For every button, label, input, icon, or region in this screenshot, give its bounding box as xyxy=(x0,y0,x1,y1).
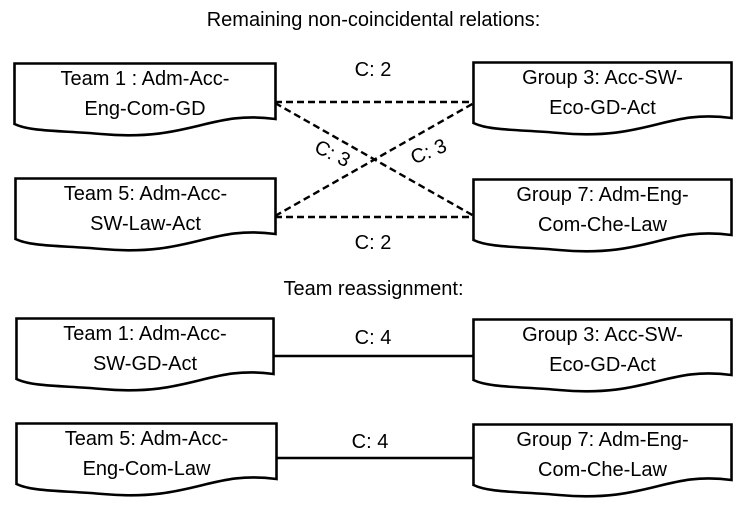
node-label: Team 5: Adm-Acc- Eng-Com-Law xyxy=(15,423,278,485)
edge-label-team1-group3: C: 2 xyxy=(354,59,392,81)
node-label-line2: SW-GD-Act xyxy=(92,353,198,375)
document-shape xyxy=(472,61,733,136)
node-label-line2: Com-Che-Law xyxy=(538,214,667,236)
node-label-line1: Team 5: Adm-Acc- xyxy=(64,428,229,450)
node-label-line1: Group 7: Adm-Eng- xyxy=(516,184,689,206)
node-label-line2: SW-Law-Act xyxy=(90,213,201,235)
document-shape xyxy=(472,318,733,393)
section-title-remaining-relations: Remaining non-coincidental relations: xyxy=(206,9,541,31)
document-shape xyxy=(15,422,278,497)
node-label: Group 7: Adm-Eng- Com-Che-Law xyxy=(472,424,733,486)
document-shape xyxy=(13,62,277,137)
node-label-line2: Com-Che-Law xyxy=(538,459,667,481)
document-shape xyxy=(14,177,277,252)
node-group3-after: Group 3: Acc-SW- Eco-GD-Act xyxy=(472,318,733,394)
node-label-line2: Eng-Com-Law xyxy=(82,458,211,480)
node-label-line1: Group 3: Acc-SW- xyxy=(522,67,683,89)
document-shape xyxy=(472,423,733,498)
node-team5-before: Team 5: Adm-Acc- SW-Law-Act xyxy=(14,177,277,253)
edge-label-team5-group7: C: 2 xyxy=(354,232,392,254)
node-team1-after: Team 1: Adm-Acc- SW-GD-Act xyxy=(15,317,275,393)
node-team5-after: Team 5: Adm-Acc- Eng-Com-Law xyxy=(15,422,278,498)
edge-label-team1-group3-reassigned: C: 4 xyxy=(354,327,392,349)
node-label-line1: Team 5: Adm-Acc- xyxy=(63,183,228,205)
node-team1-before: Team 1 : Adm-Acc- Eng-Com-GD xyxy=(13,62,277,138)
node-label-line1: Group 3: Acc-SW- xyxy=(522,324,683,346)
node-label-line1: Group 7: Adm-Eng- xyxy=(516,429,689,451)
node-label: Group 3: Acc-SW- Eco-GD-Act xyxy=(472,62,733,124)
node-label: Team 1 : Adm-Acc- Eng-Com-GD xyxy=(13,63,277,125)
document-shape xyxy=(15,317,275,392)
node-group7-after: Group 7: Adm-Eng- Com-Che-Law xyxy=(472,423,733,499)
node-label-line2: Eco-GD-Act xyxy=(549,354,656,376)
edge-label-team5-group7-reassigned: C: 4 xyxy=(351,431,389,453)
node-label: Team 1: Adm-Acc- SW-GD-Act xyxy=(15,318,275,380)
node-group7-before: Group 7: Adm-Eng- Com-Che-Law xyxy=(472,178,733,254)
document-shape xyxy=(472,178,733,253)
node-label-line2: Eng-Com-GD xyxy=(84,98,206,120)
dashed-line-team5-group3 xyxy=(274,101,475,218)
section-title-team-reassignment: Team reassignment: xyxy=(283,278,464,300)
node-label: Group 3: Acc-SW- Eco-GD-Act xyxy=(472,319,733,381)
node-label: Group 7: Adm-Eng- Com-Che-Law xyxy=(472,179,733,241)
node-label-line1: Team 1 : Adm-Acc- xyxy=(60,68,230,90)
node-group3-before: Group 3: Acc-SW- Eco-GD-Act xyxy=(472,61,733,137)
node-label: Team 5: Adm-Acc- SW-Law-Act xyxy=(14,178,277,240)
node-label-line2: Eco-GD-Act xyxy=(549,97,656,119)
node-label-line1: Team 1: Adm-Acc- xyxy=(63,323,227,345)
